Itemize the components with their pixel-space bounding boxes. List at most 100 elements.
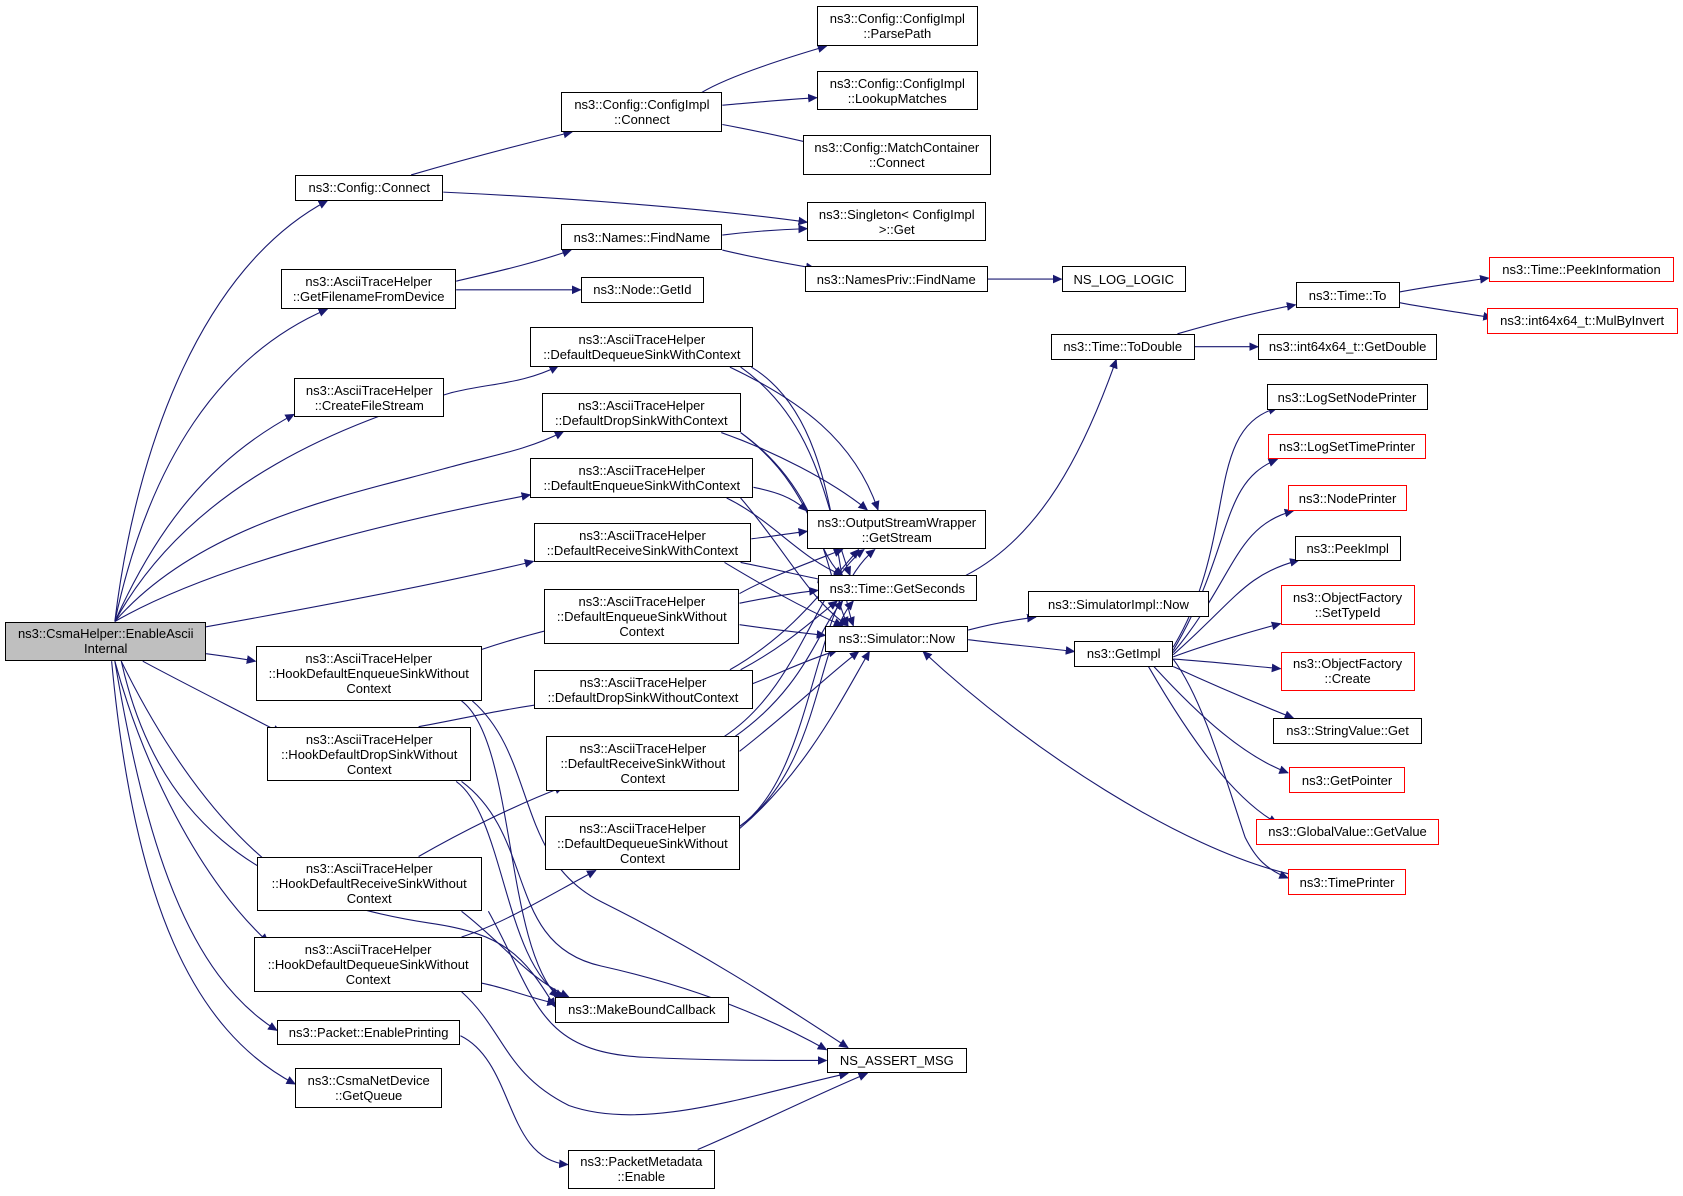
node-label-line: ::LookupMatches [847, 90, 947, 106]
call-edge-dequeue-noctx-to-time-getseconds [739, 600, 854, 827]
node-getimpl[interactable]: ns3::GetImpl [1074, 640, 1174, 667]
node-label-line: ns3::AsciiTraceHelper [305, 274, 433, 290]
node-matchcontainer-connect[interactable]: ns3::Config::MatchContainer::Connect [802, 135, 991, 175]
node-label-line: ns3::AsciiTraceHelper [305, 651, 433, 667]
node-label-line: ns3::AsciiTraceHelper [305, 861, 433, 877]
call-edge-packet-enableprinting-to-packetmetadata-enable [460, 1035, 569, 1169]
node-label-line: ns3::Time::PeekInformation [1502, 261, 1661, 277]
node-objectfactory-create[interactable]: ns3::ObjectFactory::Create [1280, 651, 1415, 692]
node-csmanetdevice-getqueue[interactable]: ns3::CsmaNetDevice::GetQueue [295, 1068, 443, 1108]
node-label-line: ns3::SimulatorImpl::Now [1048, 596, 1189, 612]
node-logsettimeprinter[interactable]: ns3::LogSetTimePrinter [1267, 433, 1427, 460]
node-configimpl-connect[interactable]: ns3::Config::ConfigImpl::Connect [561, 92, 723, 132]
call-edge-drop-ctx-to-outputstreamwrapper-getstream [721, 432, 869, 511]
node-label-line: ns3::Time::To [1308, 287, 1387, 303]
node-stringvalue-get[interactable]: ns3::StringValue::Get [1273, 718, 1423, 744]
node-label-line: ns3::CsmaNetDevice [307, 1072, 430, 1088]
node-time-to[interactable]: ns3::Time::To [1295, 282, 1400, 309]
call-edge-time-to-to-time-peekinformation [1399, 274, 1490, 293]
call-edge-enqueue-ctx-to-time-getseconds [726, 497, 844, 577]
node-label-line: ns3::Singleton< ConfigImpl [818, 206, 975, 222]
node-hook-enqueue[interactable]: ns3::AsciiTraceHelper::HookDefaultEnqueu… [255, 646, 482, 701]
call-edge-hook-receive-to-receive-noctx [418, 785, 565, 858]
node-outputstreamwrapper-getstream[interactable]: ns3::OutputStreamWrapper::GetStream [807, 509, 987, 550]
node-configimpl-parsepath[interactable]: ns3::Config::ConfigImpl::ParsePath [816, 6, 978, 47]
call-edge-time-getseconds-to-time-todouble [965, 358, 1118, 576]
node-getfilename[interactable]: ns3::AsciiTraceHelper::GetFilenameFromDe… [281, 269, 457, 310]
node-label-line: ns3::ObjectFactory [1293, 589, 1403, 605]
node-ns-log-logic[interactable]: NS_LOG_LOGIC [1061, 266, 1186, 292]
node-ns-assert-msg[interactable]: NS_ASSERT_MSG [826, 1047, 968, 1074]
node-time-todouble[interactable]: ns3::Time::ToDouble [1050, 333, 1195, 360]
node-time-getseconds[interactable]: ns3::Time::GetSeconds [817, 575, 977, 602]
node-enqueue-noctx[interactable]: ns3::AsciiTraceHelper::DefaultEnqueueSin… [544, 589, 740, 644]
node-objectfactory-settypeid[interactable]: ns3::ObjectFactory::SetTypeId [1280, 585, 1415, 625]
node-simulator-now[interactable]: ns3::Simulator::Now [825, 625, 969, 652]
node-enqueue-ctx[interactable]: ns3::AsciiTraceHelper::DefaultEnqueueSin… [530, 458, 754, 498]
node-label-line: ::CreateFileStream [314, 397, 424, 413]
call-edge-configimpl-connect-to-matchcontainer-connect [722, 123, 815, 147]
node-dequeue-noctx[interactable]: ns3::AsciiTraceHelper::DefaultDequeueSin… [545, 815, 740, 871]
node-label-line: ns3::AsciiTraceHelper [578, 463, 706, 479]
call-edge-receive-noctx-to-time-getseconds [734, 600, 844, 737]
node-drop-noctx[interactable]: ns3::AsciiTraceHelper::DefaultDropSinkWi… [533, 669, 753, 710]
node-label-line: ::SetTypeId [1314, 604, 1381, 620]
node-label-line: ns3::PeekImpl [1306, 540, 1389, 556]
node-dequeue-ctx[interactable]: ns3::AsciiTraceHelper::DefaultDequeueSin… [530, 327, 754, 368]
call-edge-config-connect-to-configimpl-connect [410, 129, 574, 176]
node-packetmetadata-enable[interactable]: ns3::PacketMetadata::Enable [567, 1149, 715, 1190]
node-config-connect[interactable]: ns3::Config::Connect [295, 175, 444, 201]
node-receive-noctx[interactable]: ns3::AsciiTraceHelper::DefaultReceiveSin… [546, 736, 740, 791]
node-hook-dequeue[interactable]: ns3::AsciiTraceHelper::HookDefaultDequeu… [254, 937, 482, 992]
node-configimpl-lookupmatches[interactable]: ns3::Config::ConfigImpl::LookupMatches [816, 70, 978, 111]
node-int64x64-getdouble[interactable]: ns3::int64x64_t::GetDouble [1258, 333, 1438, 360]
call-edge-getimpl-to-globalvalue-getvalue [1147, 666, 1279, 824]
node-label-line: ::ParsePath [863, 26, 932, 42]
node-packet-enableprinting[interactable]: ns3::Packet::EnablePrinting [276, 1019, 461, 1046]
call-edge-hook-receive-to-makeboundcallback [461, 910, 570, 998]
call-edge-drop-ctx-to-time-getseconds [740, 432, 844, 576]
node-createfilestream[interactable]: ns3::AsciiTraceHelper::CreateFileStream [294, 377, 445, 418]
node-singleton-get[interactable]: ns3::Singleton< ConfigImpl >::Get [807, 201, 987, 242]
node-int64x64-mulbyinvert[interactable]: ns3::int64x64_t::MulByInvert [1486, 308, 1678, 334]
call-edge-hook-drop-to-ns-assert-msg [461, 780, 828, 1051]
node-names-findname[interactable]: ns3::Names::FindName [561, 224, 723, 251]
node-label-line: Context [620, 771, 666, 787]
node-node-getid[interactable]: ns3::Node::GetId [580, 276, 705, 303]
call-edge-hook-dequeue-to-dequeue-noctx [461, 869, 597, 938]
node-globalvalue-getvalue[interactable]: ns3::GlobalValue::GetValue [1255, 819, 1440, 845]
node-label-line: ::DefaultDropSinkWithContext [554, 412, 728, 428]
node-time-peekinformation[interactable]: ns3::Time::PeekInformation [1488, 256, 1675, 283]
call-edge-root-to-hook-drop [142, 660, 283, 734]
node-label-line: Context [346, 681, 392, 697]
call-edge-root-to-enqueue-ctx [114, 492, 532, 622]
node-hook-receive[interactable]: ns3::AsciiTraceHelper::HookDefaultReceiv… [256, 856, 482, 912]
node-label-line: ::Create [1324, 671, 1371, 687]
node-timeprinter[interactable]: ns3::TimePrinter [1288, 869, 1407, 896]
node-label-line: ::DefaultDequeueSinkWithout [557, 835, 728, 851]
node-namespriv-findname[interactable]: ns3::NamesPriv::FindName [805, 266, 988, 292]
node-label-line: ns3::MakeBoundCallback [568, 1002, 716, 1018]
node-label-line: ::Connect [868, 155, 925, 171]
call-edge-getimpl-to-nodeprinter [1172, 508, 1295, 653]
node-label-line: ns3::AsciiTraceHelper [579, 674, 707, 690]
node-nodeprinter[interactable]: ns3::NodePrinter [1288, 485, 1408, 511]
node-peekimpl[interactable]: ns3::PeekImpl [1294, 535, 1401, 562]
call-edge-simulator-now-to-getimpl [968, 639, 1076, 655]
node-label-line: >::Get [878, 221, 915, 237]
node-label-line: ::DefaultDequeueSinkWithContext [543, 347, 741, 363]
node-receive-ctx[interactable]: ns3::AsciiTraceHelper::DefaultReceiveSin… [533, 522, 752, 563]
node-label-line: ::DefaultEnqueueSinkWithContext [543, 478, 741, 494]
node-label-line: ns3::Config::ConfigImpl [574, 97, 710, 113]
call-edge-root-to-hook-receive [120, 660, 275, 868]
call-edge-root-to-receive-ctx [205, 559, 535, 628]
node-logsetnodeprinter[interactable]: ns3::LogSetNodePrinter [1266, 384, 1428, 411]
node-hook-drop[interactable]: ns3::AsciiTraceHelper::HookDefaultDropSi… [267, 726, 472, 782]
node-drop-ctx[interactable]: ns3::AsciiTraceHelper::DefaultDropSinkWi… [542, 392, 741, 433]
node-getpointer[interactable]: ns3::GetPointer [1289, 767, 1405, 794]
node-label-line: ns3::AsciiTraceHelper [578, 332, 706, 348]
node-label-line: ns3::NamesPriv::FindName [816, 271, 976, 287]
node-makeboundcallback[interactable]: ns3::MakeBoundCallback [554, 997, 729, 1023]
node-simulatorimpl-now[interactable]: ns3::SimulatorImpl::Now [1028, 591, 1209, 618]
call-edge-enqueue-ctx-to-outputstreamwrapper-getstream [753, 486, 808, 512]
